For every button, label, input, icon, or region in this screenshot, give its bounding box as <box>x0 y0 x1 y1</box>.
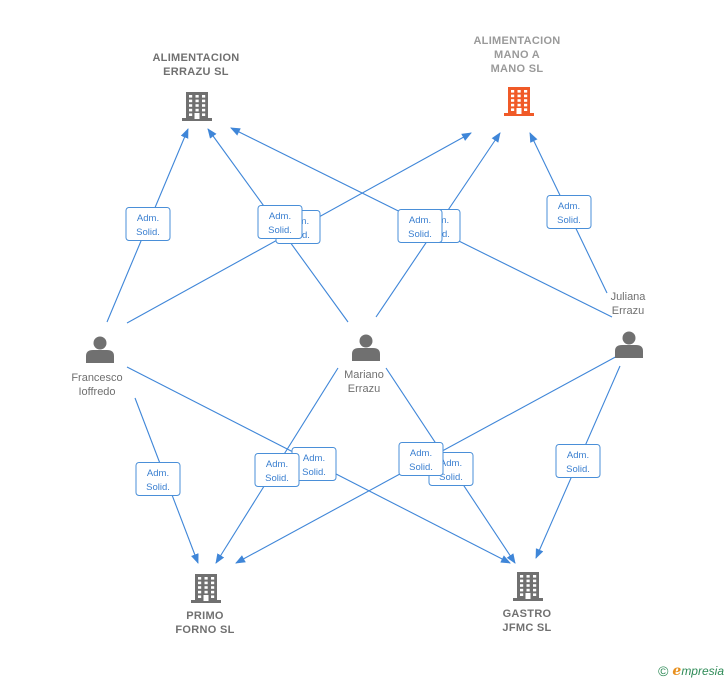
company-name-line: MANO SL <box>491 63 544 75</box>
brand-logo-initial: e <box>672 663 682 679</box>
role-label-box <box>257 205 303 239</box>
role-label-line: Solid. <box>409 462 433 473</box>
building-icon <box>191 574 221 603</box>
role-label-line: Solid. <box>302 467 326 478</box>
role-label-line: Adm. <box>137 213 159 224</box>
person-name-line: Mariano <box>344 369 384 381</box>
person-name-line: Errazu <box>612 305 644 317</box>
company-node[interactable]: ALIMENTACION MANO A MANO SL <box>473 35 560 116</box>
person-name-line: Ioffredo <box>78 386 115 398</box>
role-label[interactable]: Adm. Solid. <box>257 205 303 239</box>
company-name: ALIMENTACION MANO A MANO SL <box>473 35 560 75</box>
role-label-line: Solid. <box>566 464 590 475</box>
company-name: GASTRO JFMC SL <box>502 608 551 634</box>
role-label-box <box>398 442 444 476</box>
role-label-line: Adm. <box>567 450 589 461</box>
role-label-line: Solid. <box>408 229 432 240</box>
role-label-line: Adm. <box>266 459 288 470</box>
company-name-line: FORNO SL <box>175 624 234 636</box>
role-label-line: Solid. <box>439 472 463 483</box>
role-label[interactable]: Adm. Solid. <box>397 209 443 243</box>
role-label-box <box>555 444 601 478</box>
role-label-line: Adm. <box>558 201 580 212</box>
role-label-text: Adm. Solid. <box>439 458 463 483</box>
role-label-text: Adm. Solid. <box>136 213 160 238</box>
role-label-box <box>135 462 181 496</box>
role-label-line: Adm. <box>410 448 432 459</box>
role-label-line: Adm. <box>269 211 291 222</box>
role-label-line: Solid. <box>265 473 289 484</box>
copyright-symbol: © <box>658 663 669 679</box>
role-label-text: Adm. Solid. <box>557 201 581 226</box>
role-label-text: Adm. Solid. <box>268 211 292 236</box>
role-label-line: Adm. <box>147 468 169 479</box>
company-name: ALIMENTACION ERRAZU SL <box>152 52 239 78</box>
role-label[interactable]: Adm. Solid. <box>135 462 181 496</box>
role-label-text: Adm. Solid. <box>146 468 170 493</box>
role-label-line: Solid. <box>557 215 581 226</box>
role-label-line: Solid. <box>146 482 170 493</box>
person-name-line: Errazu <box>348 383 380 395</box>
building-icon <box>513 572 543 601</box>
company-name-line: JFMC SL <box>502 622 551 634</box>
role-label-text: Adm. Solid. <box>408 215 432 240</box>
role-label-line: Adm. <box>440 458 462 469</box>
role-label-line: Solid. <box>268 225 292 236</box>
role-label[interactable]: Adm. Solid. <box>254 453 300 487</box>
role-label[interactable]: Adm. Solid. <box>125 207 171 241</box>
company-node[interactable]: ALIMENTACION ERRAZU SL <box>152 52 239 121</box>
company-name-line: ALIMENTACION <box>152 52 239 64</box>
role-label-text: Adm. Solid. <box>566 450 590 475</box>
footer-brand[interactable]: © e mpresia <box>658 663 724 679</box>
company-node[interactable]: PRIMO FORNO SL <box>175 574 234 636</box>
person-icon <box>352 334 380 361</box>
role-label-line: Adm. <box>303 453 325 464</box>
person-name-line: Francesco <box>71 372 122 384</box>
company-name-line: MANO A <box>494 49 540 61</box>
role-label-text: Adm. Solid. <box>302 453 326 478</box>
brand-name: mpresia <box>681 664 724 678</box>
company-name-line: ALIMENTACION <box>473 35 560 47</box>
role-label-text: Adm. Solid. <box>265 459 289 484</box>
role-label[interactable]: Adm. Solid. <box>546 195 592 229</box>
building-icon <box>182 92 212 121</box>
role-label[interactable]: Adm. Solid. <box>555 444 601 478</box>
person-name-line: Juliana <box>611 291 647 303</box>
role-label-line: Solid. <box>136 227 160 238</box>
company-name: PRIMO FORNO SL <box>175 610 234 636</box>
role-label[interactable]: Adm. Solid. <box>398 442 444 476</box>
role-label-box <box>254 453 300 487</box>
role-label[interactable]: Adm. Solid. <box>291 447 337 481</box>
company-name-line: GASTRO <box>503 608 552 620</box>
role-label-line: Adm. <box>409 215 431 226</box>
company-node[interactable]: GASTRO JFMC SL <box>502 572 551 634</box>
role-label-box <box>546 195 592 229</box>
company-name-line: ERRAZU SL <box>163 66 229 78</box>
role-label-box <box>125 207 171 241</box>
role-labels-layer: Adm. Solid. Adm. Solid. Adm. Solid. Adm. Solid.… <box>125 195 601 496</box>
building-icon <box>504 87 534 116</box>
role-label-text: Adm. Solid. <box>409 448 433 473</box>
company-name-line: PRIMO <box>186 610 224 622</box>
nodes-layer: ALIMENTACION ERRAZU SL ALIMENTACION MANO A M… <box>71 35 646 636</box>
person-icon <box>86 336 114 363</box>
role-label-box <box>397 209 443 243</box>
person-icon <box>615 331 643 358</box>
